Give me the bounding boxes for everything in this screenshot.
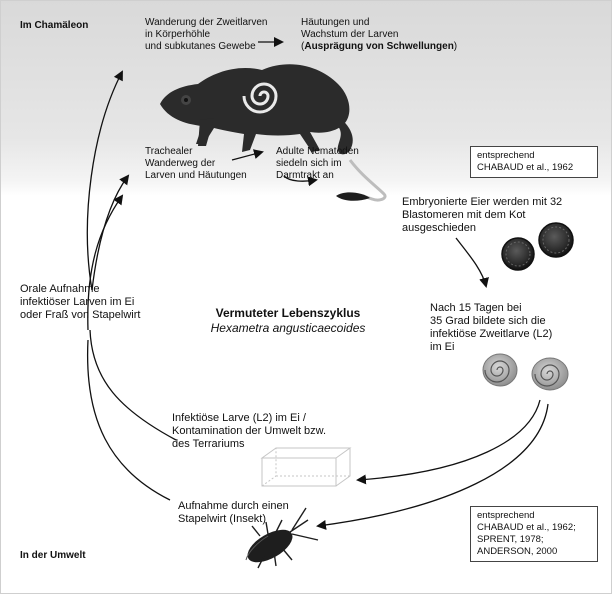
step-molting: Häutungen und Wachstum der Larven (Auspr… bbox=[301, 17, 458, 52]
embryonated-egg-icon bbox=[501, 222, 574, 271]
cycle-arrow-oral-up bbox=[86, 70, 123, 291]
reference-box-top: entsprechend CHABAUD et al., 1962 bbox=[470, 146, 598, 178]
larva-egg-icon bbox=[482, 353, 569, 391]
step-paratenic-host: Aufnahme durch einen Stapelwirt (Insekt) bbox=[178, 500, 289, 525]
terrarium-box-icon bbox=[260, 447, 352, 487]
zone-label-environment: In der Umwelt bbox=[20, 550, 86, 561]
swelling-label: Ausprägung von Schwellungen bbox=[304, 41, 454, 52]
development-to-infective-arrow bbox=[356, 399, 541, 485]
feces-shape bbox=[336, 192, 370, 201]
title-species: Hexametra angusticaecoides bbox=[210, 321, 366, 335]
step-eggs-shed: Embryonierte Eier werden mit 32 Blastome… bbox=[402, 196, 563, 234]
adult-arrow bbox=[283, 175, 318, 187]
title-main: Vermuteter Lebenszyklus bbox=[215, 306, 361, 320]
cycle-arrow-oral-low bbox=[87, 194, 124, 331]
step-oral-uptake: Orale Aufnahme infektiöser Larven im Ei … bbox=[20, 283, 141, 321]
cycle-arrow-oral-mid bbox=[91, 174, 130, 291]
step-adult-nematodes: Adulte Nematoden siedeln sich im Darmtra… bbox=[276, 146, 359, 181]
step-tracheal: Trachealer Wanderweg der Larven und Häut… bbox=[145, 146, 247, 181]
eggs-to-development-arrow bbox=[455, 237, 489, 288]
beetle-insect-icon bbox=[245, 507, 319, 569]
cycle-arrow-infective bbox=[89, 329, 177, 441]
reference-box-bottom: entsprechend CHABAUD et al., 1962; SPREN… bbox=[470, 506, 598, 562]
cycle-arrow-paratenic bbox=[86, 339, 171, 501]
zone-label-chameleon: Im Chamäleon bbox=[20, 20, 89, 31]
tracheal-arrow bbox=[231, 149, 264, 161]
step-infective-larva: Infektiöse Larve (L2) im Ei / Kontaminat… bbox=[172, 412, 327, 450]
diagram-title: Vermuteter Lebenszyklus Hexametra angust… bbox=[198, 306, 378, 336]
step-migration: Wanderung der Zweitlarven in Körperhöhle… bbox=[145, 17, 268, 52]
development-to-paratenic-arrow bbox=[316, 403, 549, 530]
chameleon-silhouette-icon bbox=[160, 64, 353, 155]
step-development: Nach 15 Tagen bei 35 Grad bildete sich d… bbox=[430, 302, 553, 353]
